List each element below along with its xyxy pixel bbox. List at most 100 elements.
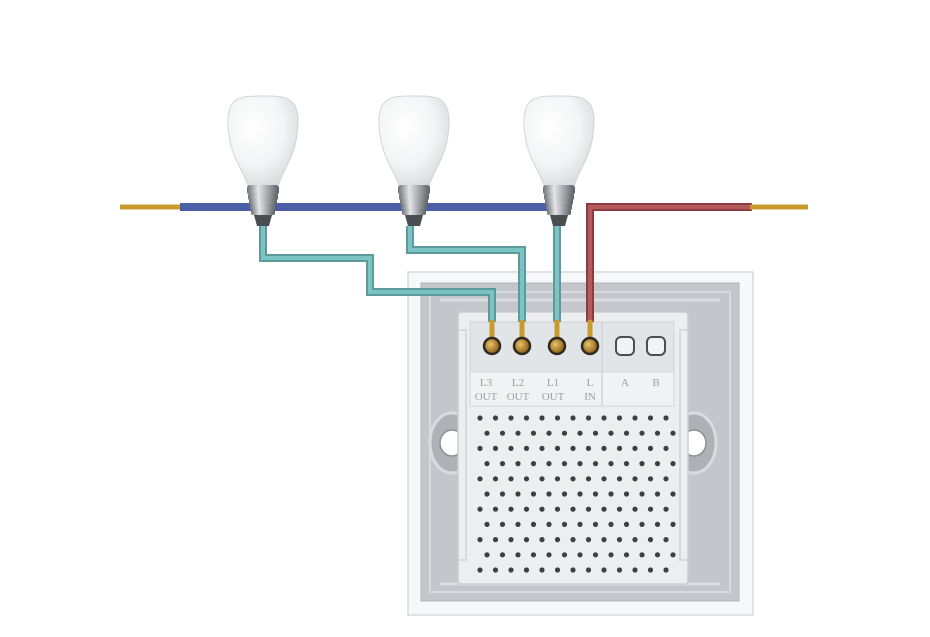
vent-hole bbox=[647, 476, 654, 482]
vent-hole bbox=[670, 521, 676, 528]
vent-hole bbox=[647, 537, 654, 543]
light-bulbs bbox=[227, 95, 595, 226]
vent-hole bbox=[477, 567, 483, 573]
vent-hole bbox=[546, 461, 552, 467]
vent-hole bbox=[515, 430, 521, 436]
vent-hole bbox=[647, 567, 654, 573]
vent-hole bbox=[546, 521, 552, 528]
light-bulb-icon bbox=[523, 95, 595, 226]
vent-hole bbox=[554, 567, 561, 573]
vent-hole bbox=[554, 415, 561, 421]
vent-hole bbox=[499, 430, 506, 436]
vent-hole bbox=[539, 476, 545, 482]
vent-hole bbox=[601, 445, 607, 451]
screw-terminal-icon bbox=[547, 336, 567, 356]
switch-back-panel bbox=[407, 271, 754, 616]
vent-hole bbox=[484, 521, 490, 528]
vent-hole bbox=[632, 415, 638, 421]
vent-hole bbox=[515, 521, 521, 528]
vent-hole bbox=[492, 476, 499, 482]
vent-hole bbox=[570, 476, 576, 482]
vent-hole bbox=[492, 445, 499, 451]
vent-hole bbox=[639, 552, 645, 558]
vent-hole bbox=[539, 537, 545, 543]
vent-hole bbox=[530, 491, 537, 497]
vent-hole bbox=[523, 415, 530, 421]
vent-hole bbox=[592, 491, 599, 497]
vent-hole bbox=[632, 476, 638, 482]
vent-hole bbox=[654, 552, 661, 558]
vent-hole bbox=[546, 552, 552, 558]
vent-hole bbox=[639, 521, 645, 528]
aux-terminal-label-b: B bbox=[652, 377, 659, 389]
vent-hole bbox=[484, 461, 490, 467]
terminal-label-l2-sub: OUT bbox=[507, 391, 530, 403]
vent-hole bbox=[670, 491, 676, 497]
vent-hole bbox=[530, 430, 537, 436]
ventilation-grid bbox=[477, 415, 676, 573]
vent-hole bbox=[639, 461, 645, 467]
vent-hole bbox=[577, 521, 583, 528]
vent-hole bbox=[530, 521, 537, 528]
wires bbox=[120, 203, 808, 338]
vent-hole bbox=[616, 476, 623, 482]
vent-hole bbox=[670, 430, 676, 436]
vent-hole bbox=[561, 521, 568, 528]
vent-hole bbox=[515, 552, 521, 558]
vent-hole bbox=[492, 506, 499, 512]
vent-hole bbox=[492, 537, 499, 543]
vent-hole bbox=[663, 476, 669, 482]
vent-hole bbox=[592, 461, 599, 467]
vent-hole bbox=[561, 430, 568, 436]
vent-hole bbox=[601, 567, 607, 573]
vent-hole bbox=[577, 430, 583, 436]
vent-hole bbox=[608, 491, 614, 497]
vent-hole bbox=[477, 415, 483, 421]
terminal-label-l1: L1 bbox=[547, 377, 559, 389]
vent-hole bbox=[632, 567, 638, 573]
vent-hole bbox=[647, 506, 654, 512]
terminal-label-l3: L3 bbox=[480, 377, 493, 389]
vent-hole bbox=[608, 430, 614, 436]
vent-hole bbox=[539, 415, 545, 421]
vent-hole bbox=[508, 476, 514, 482]
vent-hole bbox=[508, 445, 514, 451]
vent-hole bbox=[539, 567, 545, 573]
vent-hole bbox=[499, 491, 506, 497]
vent-hole bbox=[623, 491, 630, 497]
vent-hole bbox=[508, 415, 514, 421]
vent-hole bbox=[654, 461, 661, 467]
light-bulb-icon bbox=[378, 95, 450, 226]
vent-hole bbox=[585, 415, 592, 421]
vent-hole bbox=[601, 476, 607, 482]
vent-hole bbox=[492, 415, 499, 421]
vent-hole bbox=[530, 552, 537, 558]
vent-hole bbox=[616, 506, 623, 512]
vent-hole bbox=[654, 430, 661, 436]
terminal-label-l3-sub: OUT bbox=[475, 391, 498, 403]
vent-hole bbox=[539, 445, 545, 451]
vent-hole bbox=[499, 552, 506, 558]
vent-hole bbox=[477, 537, 483, 543]
vent-hole bbox=[616, 537, 623, 543]
vent-hole bbox=[608, 461, 614, 467]
vent-hole bbox=[484, 430, 490, 436]
vent-hole bbox=[616, 445, 623, 451]
vent-hole bbox=[530, 461, 537, 467]
screw-terminals bbox=[482, 336, 600, 356]
vent-hole bbox=[654, 491, 661, 497]
vent-hole bbox=[608, 521, 614, 528]
vent-hole bbox=[508, 506, 514, 512]
vent-hole bbox=[663, 415, 669, 421]
aux-terminal-label-a: A bbox=[621, 377, 629, 389]
vent-hole bbox=[623, 461, 630, 467]
vent-hole bbox=[632, 537, 638, 543]
vent-hole bbox=[663, 567, 669, 573]
vent-hole bbox=[554, 476, 561, 482]
vent-hole bbox=[632, 445, 638, 451]
vent-hole bbox=[570, 537, 576, 543]
vent-hole bbox=[570, 567, 576, 573]
vent-hole bbox=[639, 491, 645, 497]
vent-hole bbox=[546, 430, 552, 436]
